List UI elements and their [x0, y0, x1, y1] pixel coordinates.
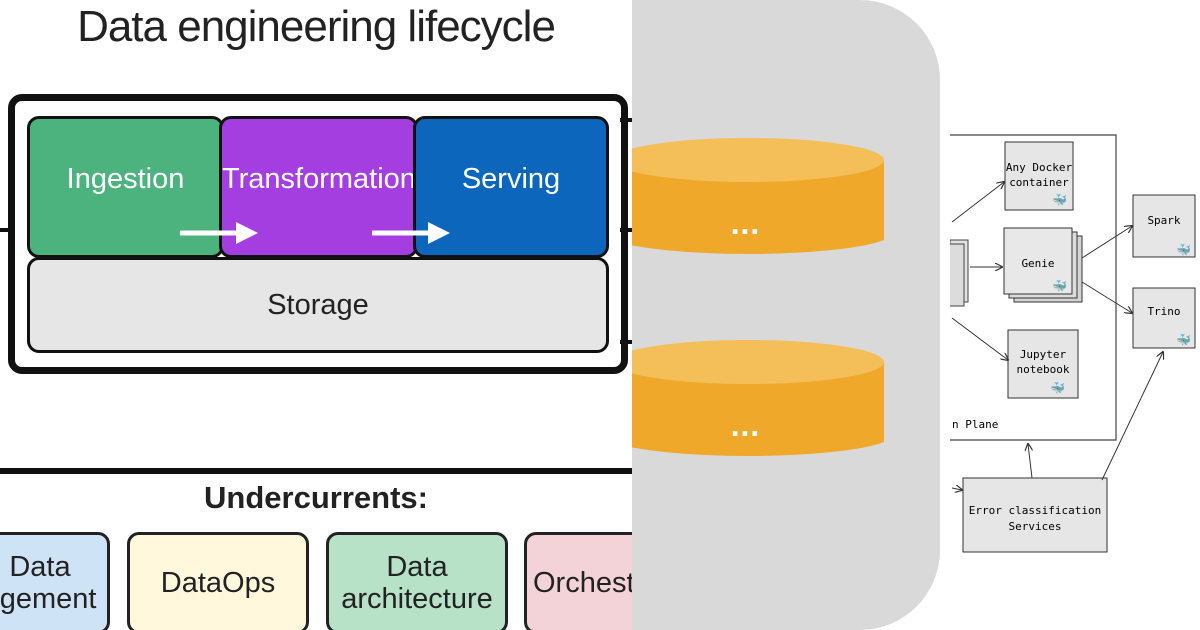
- flow-arrow-icon: [372, 222, 450, 244]
- storage-label: Storage: [267, 289, 369, 321]
- section-divider: [0, 468, 632, 474]
- undercurrents-title: Undercurrents:: [204, 480, 428, 515]
- jupyter-label-line2: notebook: [1017, 363, 1070, 376]
- undercurrent-dataops: DataOps: [127, 532, 309, 630]
- genie-box: [1003, 227, 1073, 295]
- gray-background-shape: [632, 0, 940, 630]
- storage-layer: Storage: [27, 257, 609, 353]
- database-top-label: ...: [730, 211, 760, 241]
- docker-container-box: [1004, 141, 1074, 211]
- arrow-to-jupyter: [951, 317, 1008, 360]
- error-label-line2: Services: [1009, 520, 1062, 533]
- undercurrent-label: Data architecture: [341, 551, 493, 615]
- spark-box: [1132, 194, 1196, 258]
- arrow-to-trino: [1081, 281, 1132, 313]
- lifecycle-panel: Data engineering lifecycle Ingestion Tra…: [0, 0, 632, 630]
- undercurrent-label: DataOps: [160, 567, 276, 599]
- stage-serving-label: Serving: [461, 163, 561, 195]
- flow-arrow-icon: [180, 222, 258, 244]
- trino-label: Trino: [1147, 305, 1180, 318]
- error-label-line1: Error classification: [969, 504, 1101, 517]
- docker-label-line1: Any Docker: [1006, 161, 1073, 174]
- plane-label: n Plane: [952, 418, 998, 431]
- arrow-to-trino-from-error: [1101, 352, 1163, 481]
- docker-whale-icon: 🐳: [1052, 279, 1067, 293]
- stage-ingestion: Ingestion: [27, 116, 224, 258]
- docker-whale-icon: 🐳: [1176, 333, 1191, 347]
- jupyter-label-line1: Jupyter: [1020, 348, 1067, 361]
- jupyter-box: [1007, 329, 1079, 399]
- database-cylinders: ... ...: [632, 138, 884, 456]
- database-panel: ... ...: [632, 0, 950, 630]
- frame-left-stub: [0, 228, 14, 232]
- database-bottom-label: ...: [730, 413, 760, 443]
- arrow-to-docker: [951, 182, 1004, 223]
- lifecycle-title: Data engineering lifecycle: [77, 2, 556, 51]
- architecture-sketch-panel: n Plane Any Docker container 🐳 Genie 🐳 J…: [950, 0, 1200, 630]
- frame-right-stub-bottom: [620, 340, 632, 344]
- arrow-to-plane: [1028, 444, 1032, 479]
- trino-box: [1132, 287, 1196, 349]
- database-cylinder-top-icon: ...: [632, 138, 884, 254]
- frame-right-stub-mid: [620, 228, 632, 232]
- spark-label: Spark: [1147, 214, 1180, 227]
- docker-whale-icon: 🐳: [1050, 381, 1065, 395]
- error-classification-box: [962, 477, 1108, 553]
- arrow-to-error: [951, 488, 962, 490]
- control-plane-box: [950, 134, 1117, 441]
- undercurrent-orchestration: Orchestr: [524, 532, 632, 630]
- docker-label-line2: container: [1009, 176, 1069, 189]
- frame-right-stub-top: [620, 118, 632, 122]
- undercurrent-data-architecture: Data architecture: [326, 532, 508, 630]
- undercurrent-label: Orchestr: [533, 567, 632, 599]
- architecture-sketch: n Plane Any Docker container 🐳 Genie 🐳 J…: [950, 134, 1196, 553]
- stage-transformation-label: Transformation: [222, 163, 416, 195]
- genie-label: Genie: [1021, 257, 1054, 270]
- arrow-to-spark: [1081, 226, 1132, 259]
- docker-whale-icon: 🐳: [1052, 193, 1067, 207]
- stage-serving: Serving: [413, 116, 609, 258]
- database-cylinder-bottom-icon: ...: [632, 340, 884, 456]
- stage-ingestion-label: Ingestion: [66, 163, 185, 195]
- docker-whale-icon: 🐳: [1176, 243, 1191, 257]
